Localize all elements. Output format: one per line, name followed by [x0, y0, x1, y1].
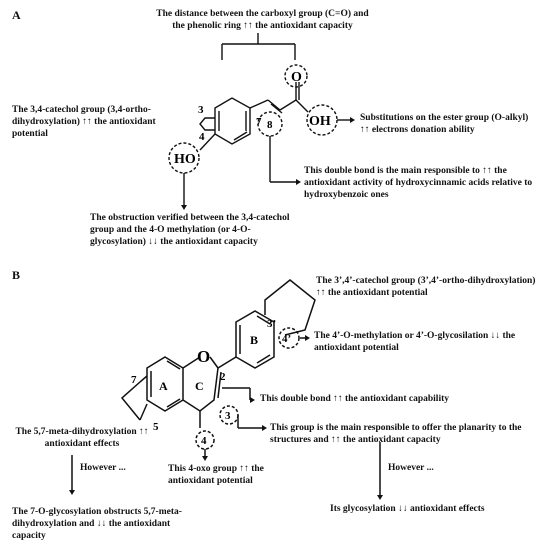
panel-label-a: A	[12, 8, 21, 22]
arrowhead	[250, 397, 255, 403]
note-catechol-b: The 3’,4’-catechol group (3’,4’-ortho-di…	[316, 276, 536, 298]
arrowhead	[377, 495, 383, 500]
note-glycosylation: Its glycosylation ↓↓ antioxidant effects	[330, 504, 485, 514]
position-4-flav: 4	[201, 435, 207, 447]
note-planarity: This group is the main responsible to of…	[270, 423, 522, 445]
atom-ho: HO	[174, 152, 196, 167]
panel-label-b: B	[12, 268, 21, 282]
note-double-bond: This double bond is the main responsible…	[304, 166, 533, 200]
position-3-prime: 3’	[267, 318, 276, 330]
arrowhead	[262, 425, 267, 431]
position-3-flav: 3	[225, 410, 231, 422]
arrowhead	[202, 456, 208, 461]
position-4: 4	[199, 131, 205, 143]
note-carboxyl-distance: The distance between the carboxyl group …	[156, 9, 369, 31]
note-ester: Substitutions on the ester group (O-alky…	[360, 113, 529, 135]
arrowhead	[181, 205, 187, 210]
arrowhead	[69, 490, 75, 495]
note-obstructs: The 7-O-glycosylation obstructs 5,7-meta…	[12, 507, 182, 541]
position-8: 8	[267, 119, 273, 131]
panel-b-structure	[71, 279, 381, 495]
note-oxo: This 4-oxo group ↑↑ the antioxidant pote…	[168, 464, 264, 486]
arrowhead	[350, 117, 355, 123]
position-5: 5	[153, 421, 159, 433]
arrowhead	[305, 335, 310, 341]
note-meta-dihydroxylation: The 5,7-meta-dihydroxylation ↑↑ antioxid…	[15, 427, 149, 449]
note-catechol: The 3,4-catechol group (3,4-ortho-dihydr…	[12, 105, 156, 139]
note-however-right: However ...	[388, 463, 434, 473]
panel-a-structure	[168, 33, 350, 205]
note-obstruction: The obstruction verified between the 3,4…	[90, 213, 290, 247]
position-7-flav: 7	[131, 374, 137, 386]
position-7: 7	[256, 116, 262, 128]
ring-label-c: C	[195, 379, 204, 393]
ring-label-a: A	[159, 379, 168, 393]
atom-oh: OH	[309, 114, 331, 129]
position-4-prime: 4’	[282, 333, 291, 345]
note-double-bond-c: This double bond ↑↑ the antioxidant capa…	[260, 394, 449, 404]
note-methylation-b: The 4’-O-methylation or 4’-O-glycosilati…	[314, 331, 516, 353]
note-however-left: However ...	[80, 463, 126, 473]
atom-o-carbonyl: O	[291, 70, 302, 85]
position-2: 2	[220, 371, 226, 383]
atom-o-ring: O	[197, 347, 210, 366]
ring-label-b: B	[250, 333, 258, 347]
arrowhead	[296, 179, 301, 185]
position-3: 3	[198, 104, 204, 116]
